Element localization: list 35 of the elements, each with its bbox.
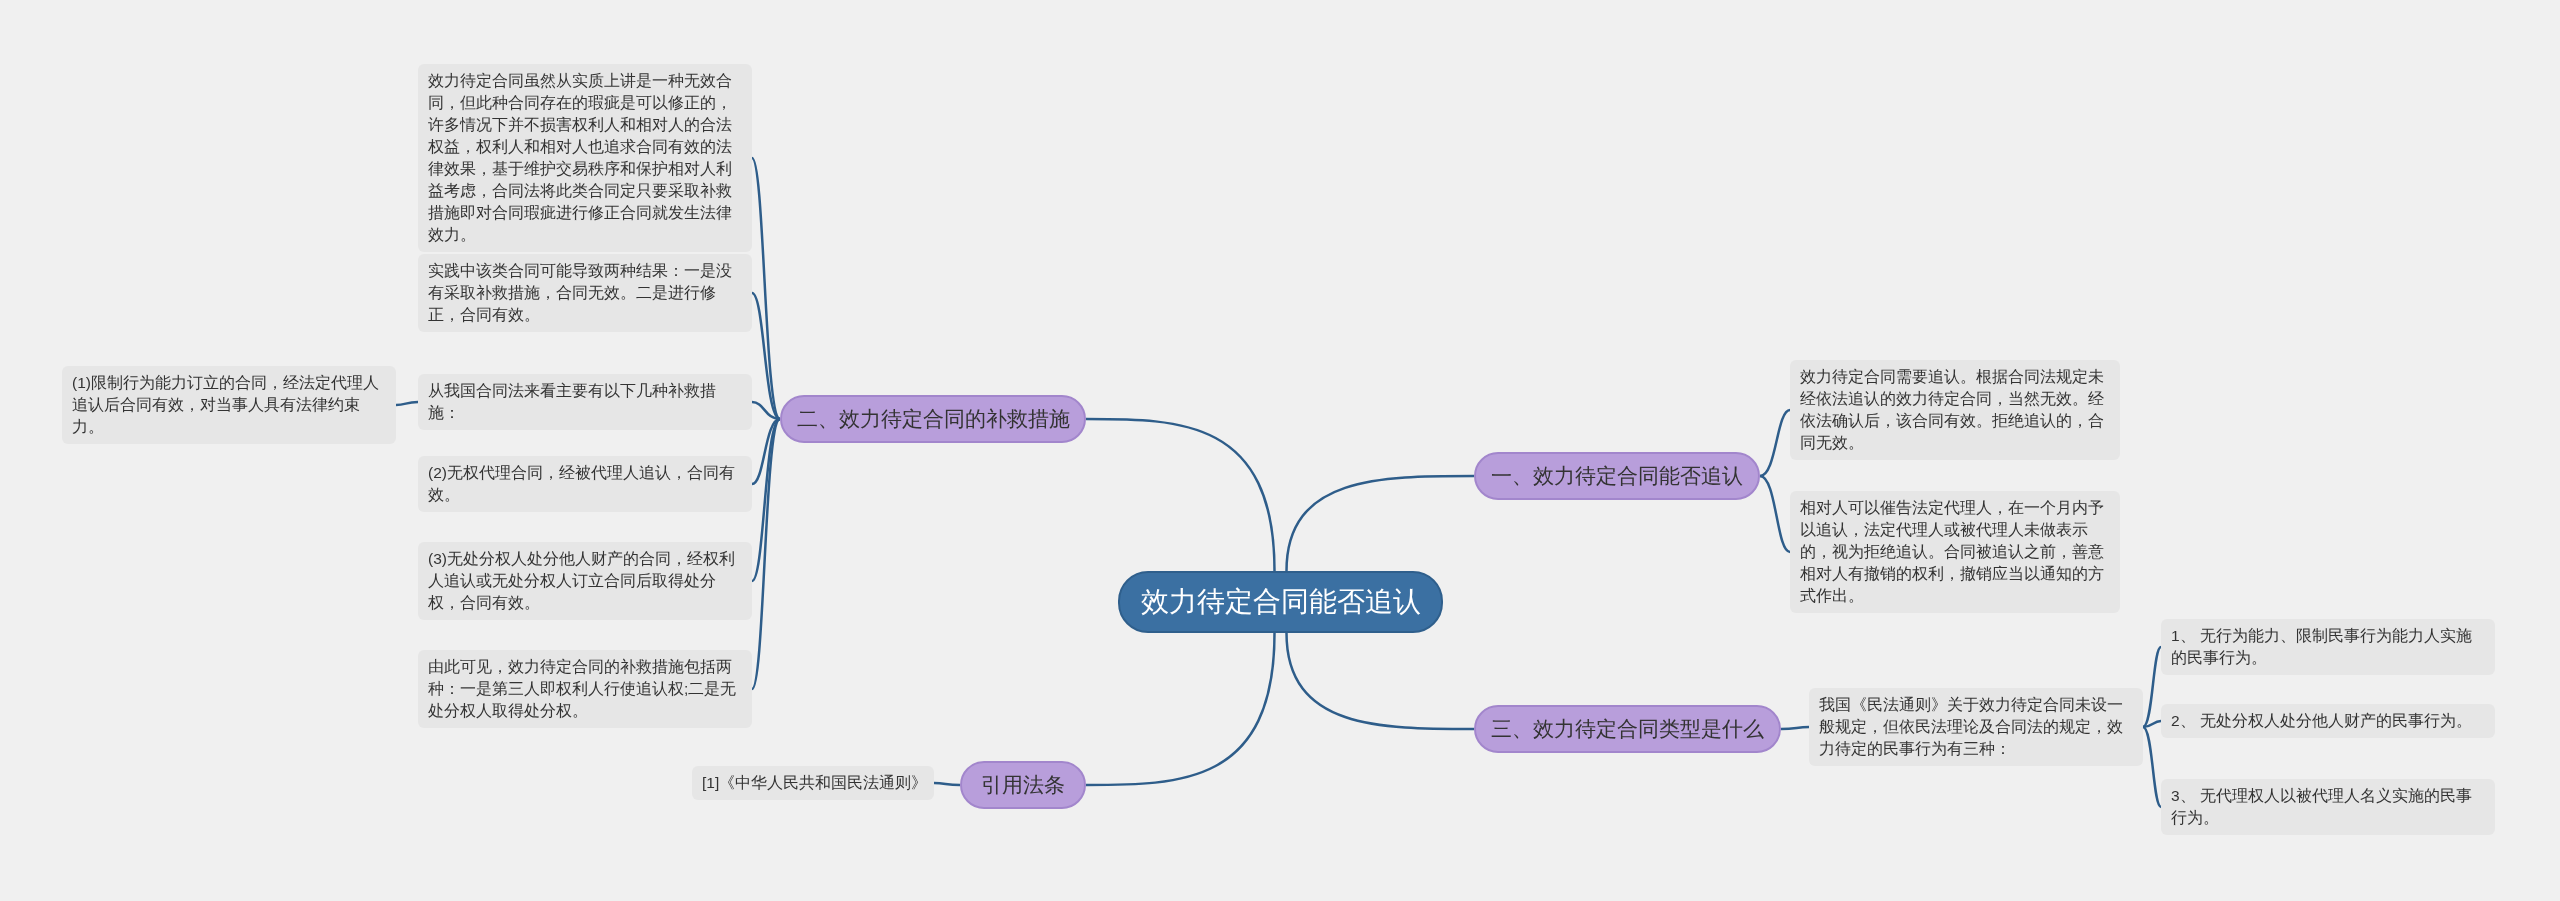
topic-box: 三、效力待定合同类型是什么 [1474, 705, 1781, 753]
connector-line [1086, 632, 1276, 787]
connector-line [751, 418, 781, 582]
connector-line [2142, 726, 2162, 808]
note-box: (1)限制行为能力订立的合同，经法定代理人追认后合同有效，对当事人具有法律约束力。 [62, 366, 396, 444]
note-box: 效力待定合同虽然从实质上讲是一种无效合同，但此种合同存在的瑕疵是可以修正的，许多情况下并不损害权利人和相对人的合法权益，权利人和相对人也追求合同有效的法律效果，基于维护交易秩序和保护相对人利益考虑，合同法将此类合同定只要采取补救措施即对合同瑕疵进行修正合同就发生法律效力。 [418, 64, 752, 252]
note-box: (3)无处分权人处分他人财产的合同，经权利人追认或无处分权人订立合同后取得处分权，合同有效。 [418, 542, 752, 620]
connector-line [1285, 632, 1474, 731]
topic-box: 引用法条 [960, 761, 1086, 809]
note-box: 2、 无处分权人处分他人财产的民事行为。 [2161, 704, 2495, 738]
connector-line [2142, 719, 2162, 729]
connector-line [750, 157, 782, 420]
topic-box: 二、效力待定合同的补救措施 [780, 395, 1086, 443]
note-box: 3、 无代理权人以被代理人名义实施的民事行为。 [2161, 779, 2495, 835]
connector-line [395, 400, 419, 407]
connector-line [1781, 725, 1809, 731]
note-box: [1]《中华人民共和国民法通则》 [692, 766, 934, 800]
note-box: 由此可见，效力待定合同的补救措施包括两种：一是第三人即权利人行使追认权;二是无处分权人取得处分权。 [418, 650, 752, 728]
note-box: 实践中该类合同可能导致两种结果：一是没有采取补救措施，合同无效。二是进行修正，合同有效。 [418, 254, 752, 332]
connector-line [1086, 417, 1276, 572]
note-box: 从我国合同法来看主要有以下几种补救措施： [418, 374, 752, 430]
connector-line [751, 292, 781, 421]
note-box: 1、 无行为能力、限制民事行为能力人实施的民事行为。 [2161, 619, 2495, 675]
topic-box: 一、效力待定合同能否追认 [1474, 452, 1760, 500]
note-box: 效力待定合同需要追认。根据合同法规定未经依法追认的效力待定合同，当然无效。经依法确认后，该合同有效。拒绝追认的，合同无效。 [1790, 360, 2120, 460]
connector-line [1759, 408, 1791, 478]
note-box: (2)无权代理合同，经被代理人追认，合同有效。 [418, 456, 752, 512]
connector-line [1285, 474, 1474, 572]
connector-line [933, 781, 960, 787]
connector-line [2142, 646, 2162, 728]
connector-line [1759, 474, 1791, 554]
note-box: 相对人可以催告法定代理人，在一个月内予以追认，法定代理人或被代理人未做表示的，视为拒绝追认。合同被追认之前，善意相对人有撤销的权利，撤销应当以通知的方式作出。 [1790, 491, 2120, 613]
connector-line [750, 418, 782, 690]
note-box: 我国《民法通则》关于效力待定合同未设一般规定，但依民法理论及合同法的规定，效力待定的民事行为有三种： [1809, 688, 2143, 766]
central-topic: 效力待定合同能否追认 [1118, 571, 1443, 633]
